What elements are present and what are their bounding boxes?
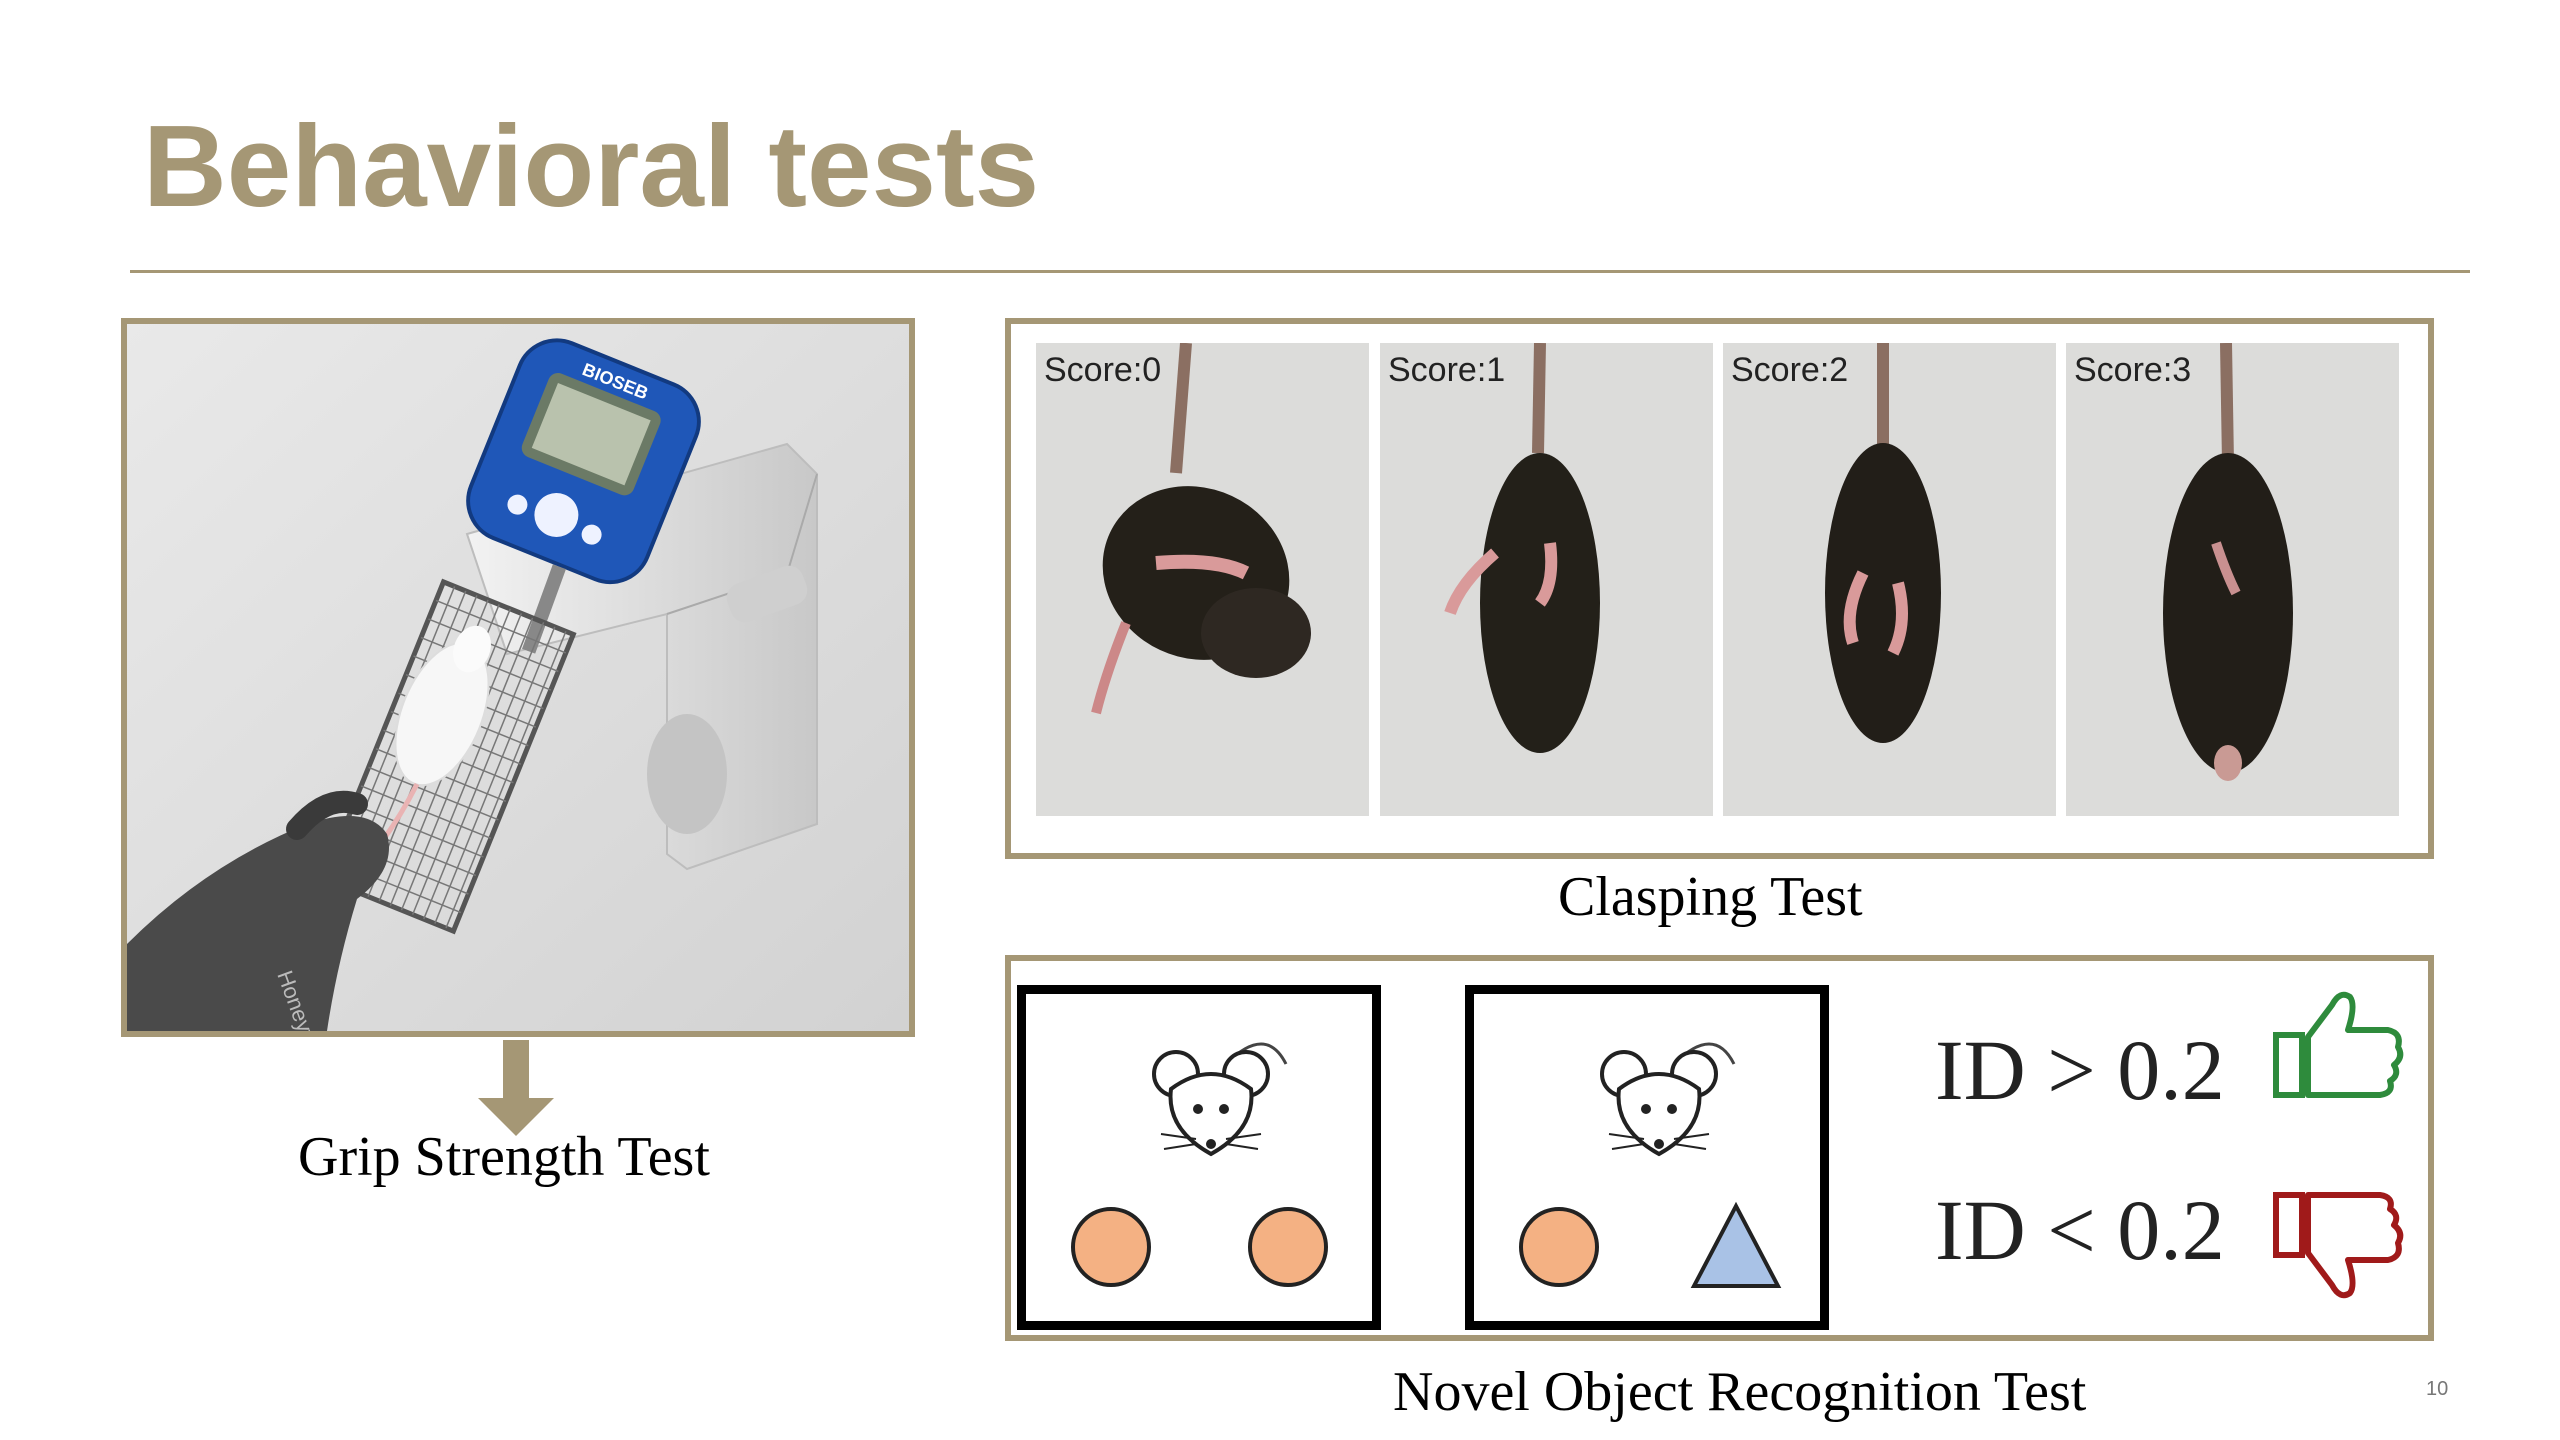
down-arrow-icon [478,1040,554,1136]
mouse-score-3-image [2163,343,2293,781]
clasp-score-1-panel: Score:1 [1380,343,1713,816]
thumbs-up-icon [2273,991,2404,1098]
clasp-score-label: Score:1 [1388,351,1506,389]
familiar-objects-scene [1071,1042,1328,1287]
thumbs-down-icon [2273,1192,2404,1299]
familiar-objects-arena [1017,985,1381,1330]
mouse-score-0-image [1091,343,1311,715]
object-circle-familiar [1519,1207,1599,1287]
mouse-score-1-image [1444,343,1600,753]
novel-object-caption: Novel Object Recognition Test [1393,1361,2087,1423]
object-circle-a [1071,1207,1151,1287]
slide-title: Behavioral tests [143,101,1040,231]
novel-object-arena [1465,985,1829,1330]
clasping-caption: Clasping Test [1558,866,1863,928]
page-number: 10 [2426,1378,2449,1400]
grip-strength-caption: Grip Strength Test [298,1126,710,1188]
clasp-score-2-panel: Score:2 [1723,343,2056,816]
grip-strength-illustration: BIOSEB [127,324,909,1031]
mouse-icon [1600,1042,1736,1157]
id-less-label: ID < 0.2 [1935,1182,2225,1278]
clasp-score-label: Score:2 [1731,351,1849,389]
mouse-icon [1152,1042,1288,1157]
object-triangle-novel [1690,1201,1782,1288]
title-divider [130,270,2470,273]
clasp-score-label: Score:0 [1044,351,1162,389]
mouse-score-2-image [1825,343,1941,743]
grip-strength-photo: BIOSEB [121,318,915,1037]
novel-object-scene [1519,1042,1782,1288]
clasp-score-3-panel: Score:3 [2066,343,2399,816]
clasp-score-0-panel: Score:0 [1036,343,1369,816]
object-circle-b [1248,1207,1328,1287]
id-greater-label: ID > 0.2 [1935,1022,2225,1118]
clasp-score-label: Score:3 [2074,351,2192,389]
